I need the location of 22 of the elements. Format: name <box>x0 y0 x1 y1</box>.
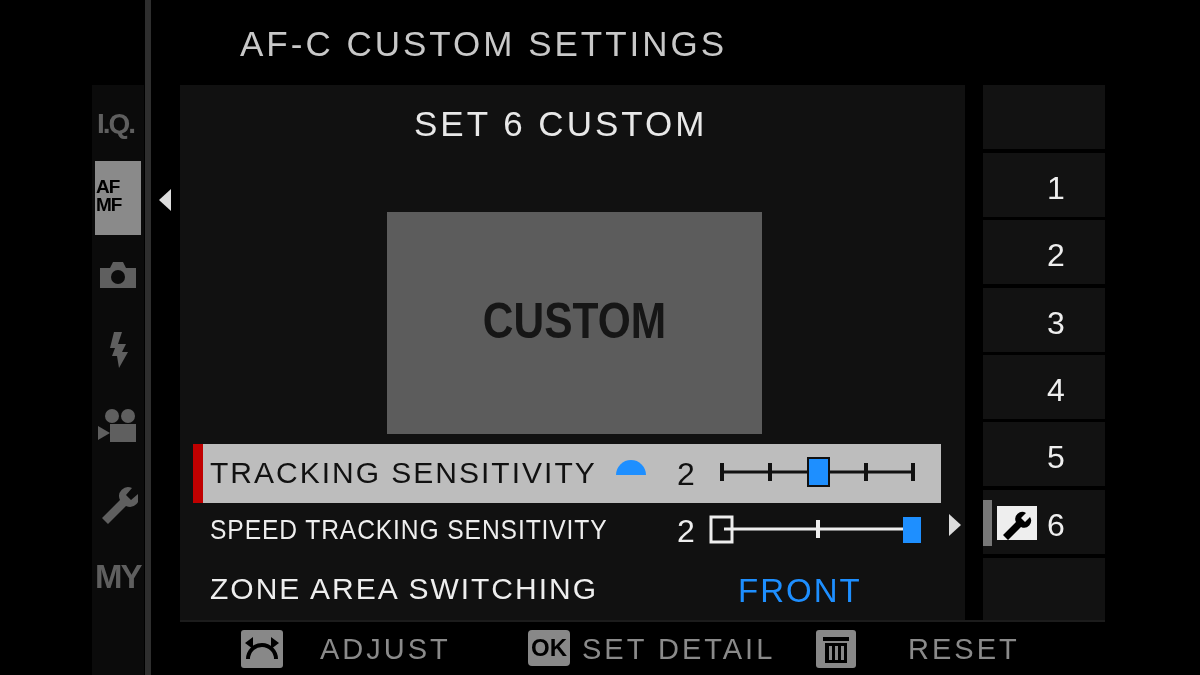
footer-hint: RESET <box>908 635 1020 664</box>
setting-value: 2 <box>677 515 695 547</box>
set-number: 5 <box>1047 441 1065 473</box>
ok-key-badge: OK <box>528 630 570 666</box>
setting-value: FRONT <box>738 574 862 607</box>
menu-tab-label: I.Q. <box>97 110 135 138</box>
set-number: 4 <box>1047 374 1065 406</box>
setting-value: 2 <box>677 458 695 490</box>
setting-name: ZONE AREA SWITCHING <box>210 574 599 604</box>
menu-tab-label: AF MF <box>96 178 123 215</box>
setting-name: SPEED TRACKING SENSITIVITY <box>210 516 608 544</box>
menu-tab-label: MY <box>95 560 141 593</box>
preview-text: CUSTOM <box>481 296 668 346</box>
setting-name: TRACKING SENSITIVITY <box>210 458 597 488</box>
footer-hint: SET DETAIL <box>582 635 776 664</box>
set-number: 2 <box>1047 239 1065 271</box>
set-number: 6 <box>1047 509 1065 541</box>
screen-title: AF-C CUSTOM SETTINGS <box>240 26 728 61</box>
set-number: 3 <box>1047 307 1065 339</box>
section-heading: SET 6 CUSTOM <box>414 106 708 141</box>
footer-hint: ADJUST <box>320 635 451 664</box>
set-number: 1 <box>1047 172 1065 204</box>
